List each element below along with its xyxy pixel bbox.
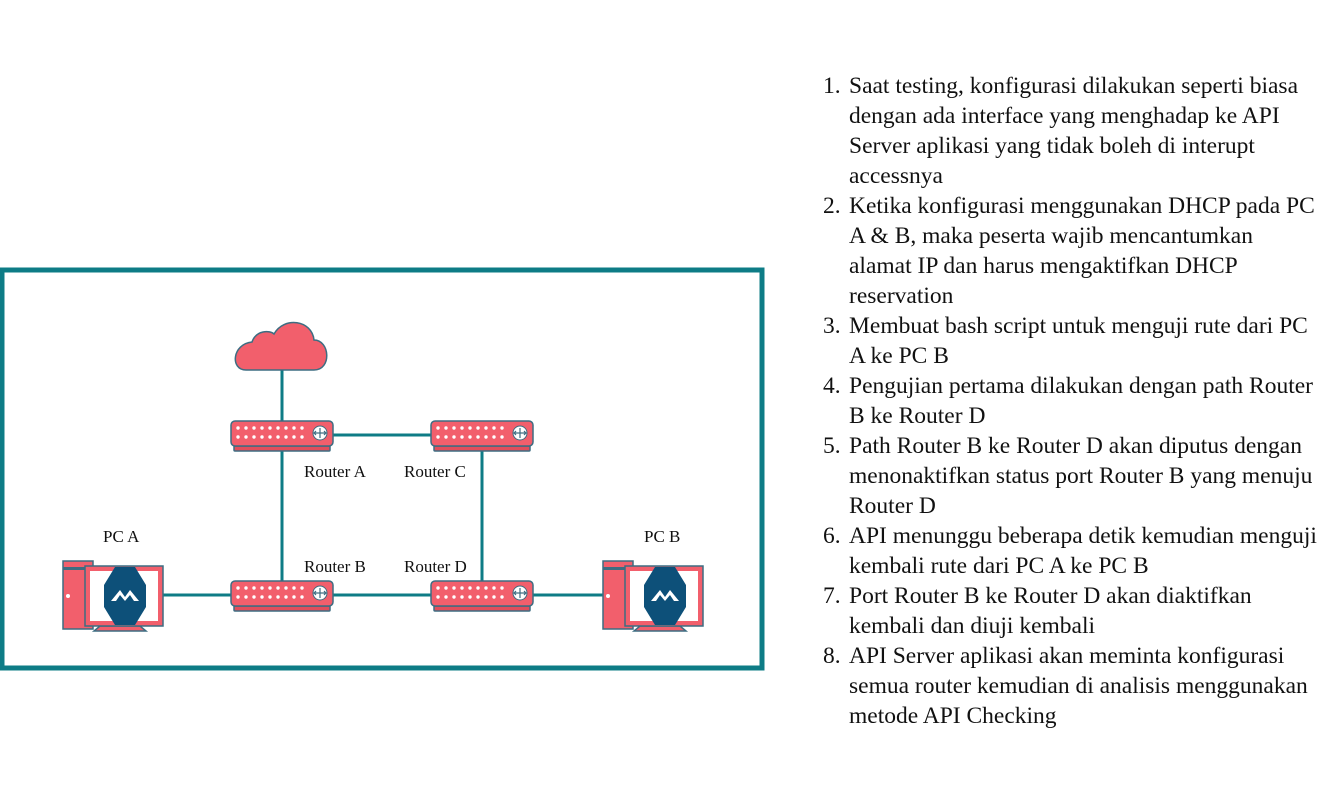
router-c-label: Router C: [404, 462, 466, 481]
step-text: Pengujian pertama dilakukan dengan path …: [849, 373, 1313, 429]
step-item: 5. Path Router B ke Router D akan diputus…: [820, 431, 1318, 521]
router-a-label: Router A: [304, 462, 367, 481]
step-item: 7. Port Router B ke Router D akan diaktif…: [820, 581, 1318, 641]
step-number: 1.: [823, 73, 841, 99]
step-number: 4.: [823, 373, 841, 399]
step-text: Saat testing, konfigurasi dilakukan sepe…: [849, 73, 1299, 189]
pc-a-icon: [62, 560, 164, 632]
router-d-icon: [430, 580, 534, 612]
step-number: 5.: [823, 433, 841, 459]
step-text: Port Router B ke Router D akan diaktifka…: [849, 583, 1252, 639]
router-a-icon: [230, 420, 334, 452]
step-item: 6. API menunggu beberapa detik kemudian m…: [820, 521, 1318, 581]
router-d-label: Router D: [404, 557, 467, 576]
step-number: 2.: [823, 193, 841, 219]
step-text: Ketika konfigurasi menggunakan DHCP pada…: [849, 193, 1315, 309]
router-c-icon: [430, 420, 534, 452]
step-item: 3. Membuat bash script untuk menguji rute…: [820, 311, 1318, 371]
router-b-icon: [230, 580, 334, 612]
step-item: 4. Pengujian pertama dilakukan dengan pat…: [820, 371, 1318, 431]
network-links: [162, 370, 603, 597]
pc-a-label: PC A: [103, 527, 140, 546]
diagram-frame: [0, 267, 765, 671]
pc-b-label: PC B: [644, 527, 680, 546]
pc-b-icon: [602, 560, 704, 632]
router-b-label: Router B: [304, 557, 366, 576]
step-text: Path Router B ke Router D akan diputus d…: [849, 433, 1313, 519]
cloud-icon: [234, 321, 328, 371]
step-text: Membuat bash script untuk menguji rute d…: [849, 313, 1308, 369]
step-number: 7.: [823, 583, 841, 609]
step-text: API Server aplikasi akan meminta konfigu…: [849, 643, 1308, 729]
step-number: 6.: [823, 523, 841, 549]
network-topology-diagram: Router A Router C Router B Router D PC A…: [0, 267, 765, 671]
step-text: API menunggu beberapa detik kemudian men…: [849, 523, 1317, 579]
step-item: 8. API Server aplikasi akan meminta konfi…: [820, 641, 1318, 731]
step-number: 3.: [823, 313, 841, 339]
step-item: 1. Saat testing, konfigurasi dilakukan se…: [820, 71, 1318, 191]
step-number: 8.: [823, 643, 841, 669]
steps-list: 1. Saat testing, konfigurasi dilakukan se…: [820, 71, 1318, 731]
step-item: 2. Ketika konfigurasi menggunakan DHCP pa…: [820, 191, 1318, 311]
